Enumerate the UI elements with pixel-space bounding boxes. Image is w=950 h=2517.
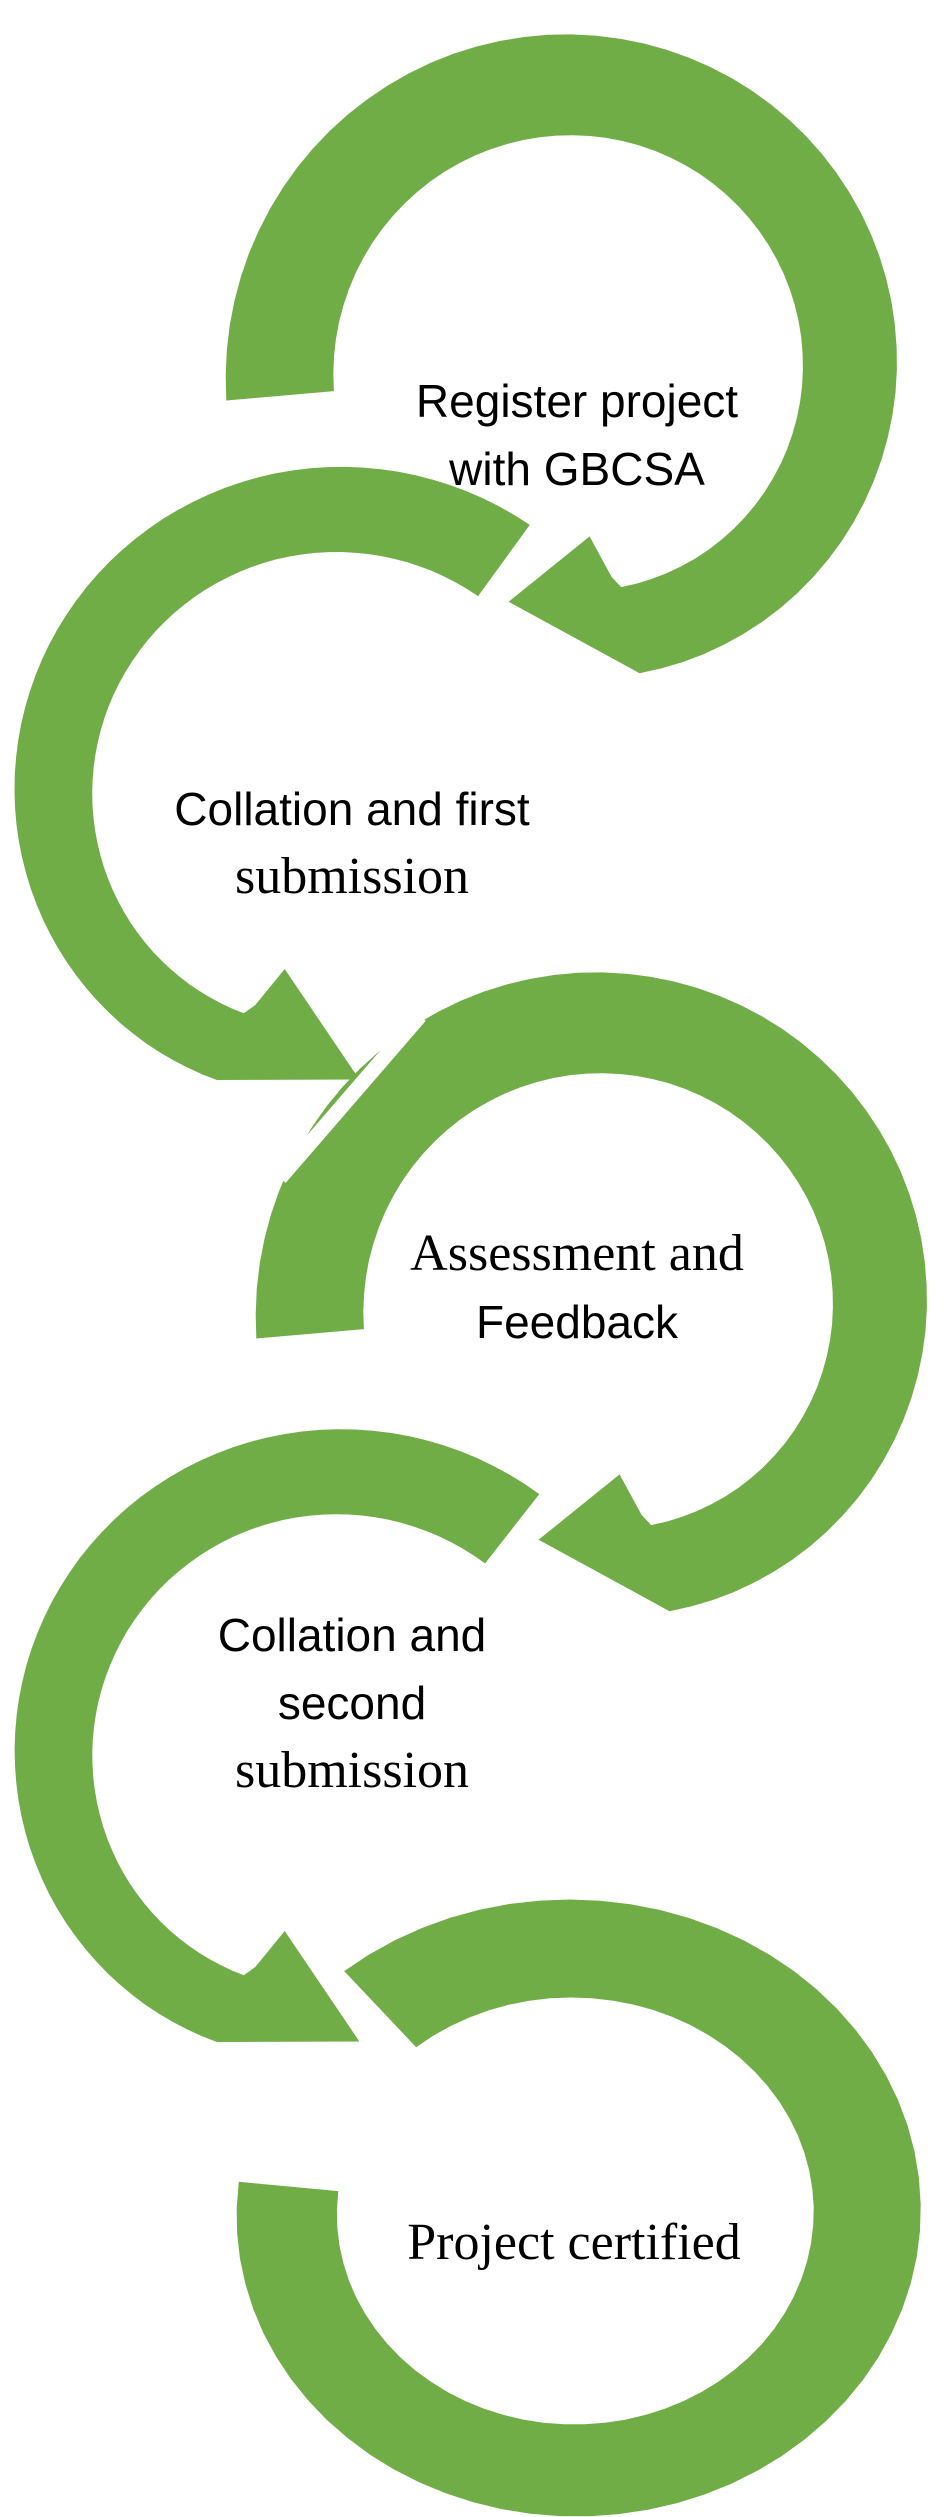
- step-2-label: Collation and first submission: [174, 775, 529, 911]
- step-3-line: Feedback: [475, 1296, 679, 1348]
- step-4-circular-arrow: [14, 1429, 540, 2042]
- step-5-circular-ring: [236, 1899, 921, 2517]
- step-2-circular-arrow: [14, 466, 530, 1080]
- step-2-line: submission: [234, 848, 470, 905]
- step-1-line: Register project: [415, 375, 739, 427]
- step-1-label: Register project with GBCSA: [416, 367, 738, 503]
- step-3-circular-arrow: [255, 972, 927, 1612]
- step-4-label: Collation and second submission: [218, 1601, 487, 1805]
- step-4-line: second: [277, 1677, 427, 1729]
- step-5-line: Project certified: [407, 2214, 741, 2271]
- step-1-line: with GBCSA: [449, 443, 705, 495]
- step-4-line: Collation and: [217, 1609, 487, 1661]
- step-4-line: submission: [234, 1742, 470, 1799]
- junction-sliver: [274, 1011, 426, 1183]
- step-5-label: Project certified: [407, 2209, 741, 2277]
- step-3-label: Assessment and Feedback: [410, 1220, 744, 1356]
- step-1-circular-arrow: [225, 34, 897, 674]
- step-3-line: Assessment and: [410, 1225, 744, 1282]
- step-2-line: Collation and first: [174, 783, 530, 835]
